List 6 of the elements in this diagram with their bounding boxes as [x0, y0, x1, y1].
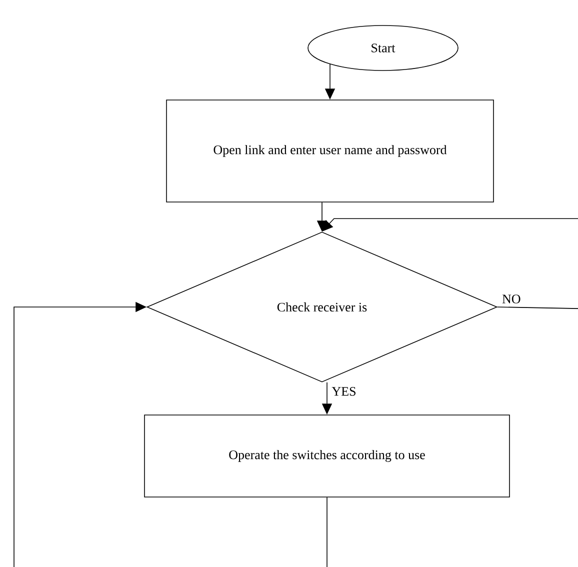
arrow [322, 218, 578, 310]
edge-label: NO [501, 294, 522, 304]
arrow [14, 302, 328, 567]
process-box: Operate the switches according to use [144, 414, 510, 498]
edge-label: YES [330, 386, 358, 397]
process-box: Open link and enter user name and password [166, 100, 494, 202]
